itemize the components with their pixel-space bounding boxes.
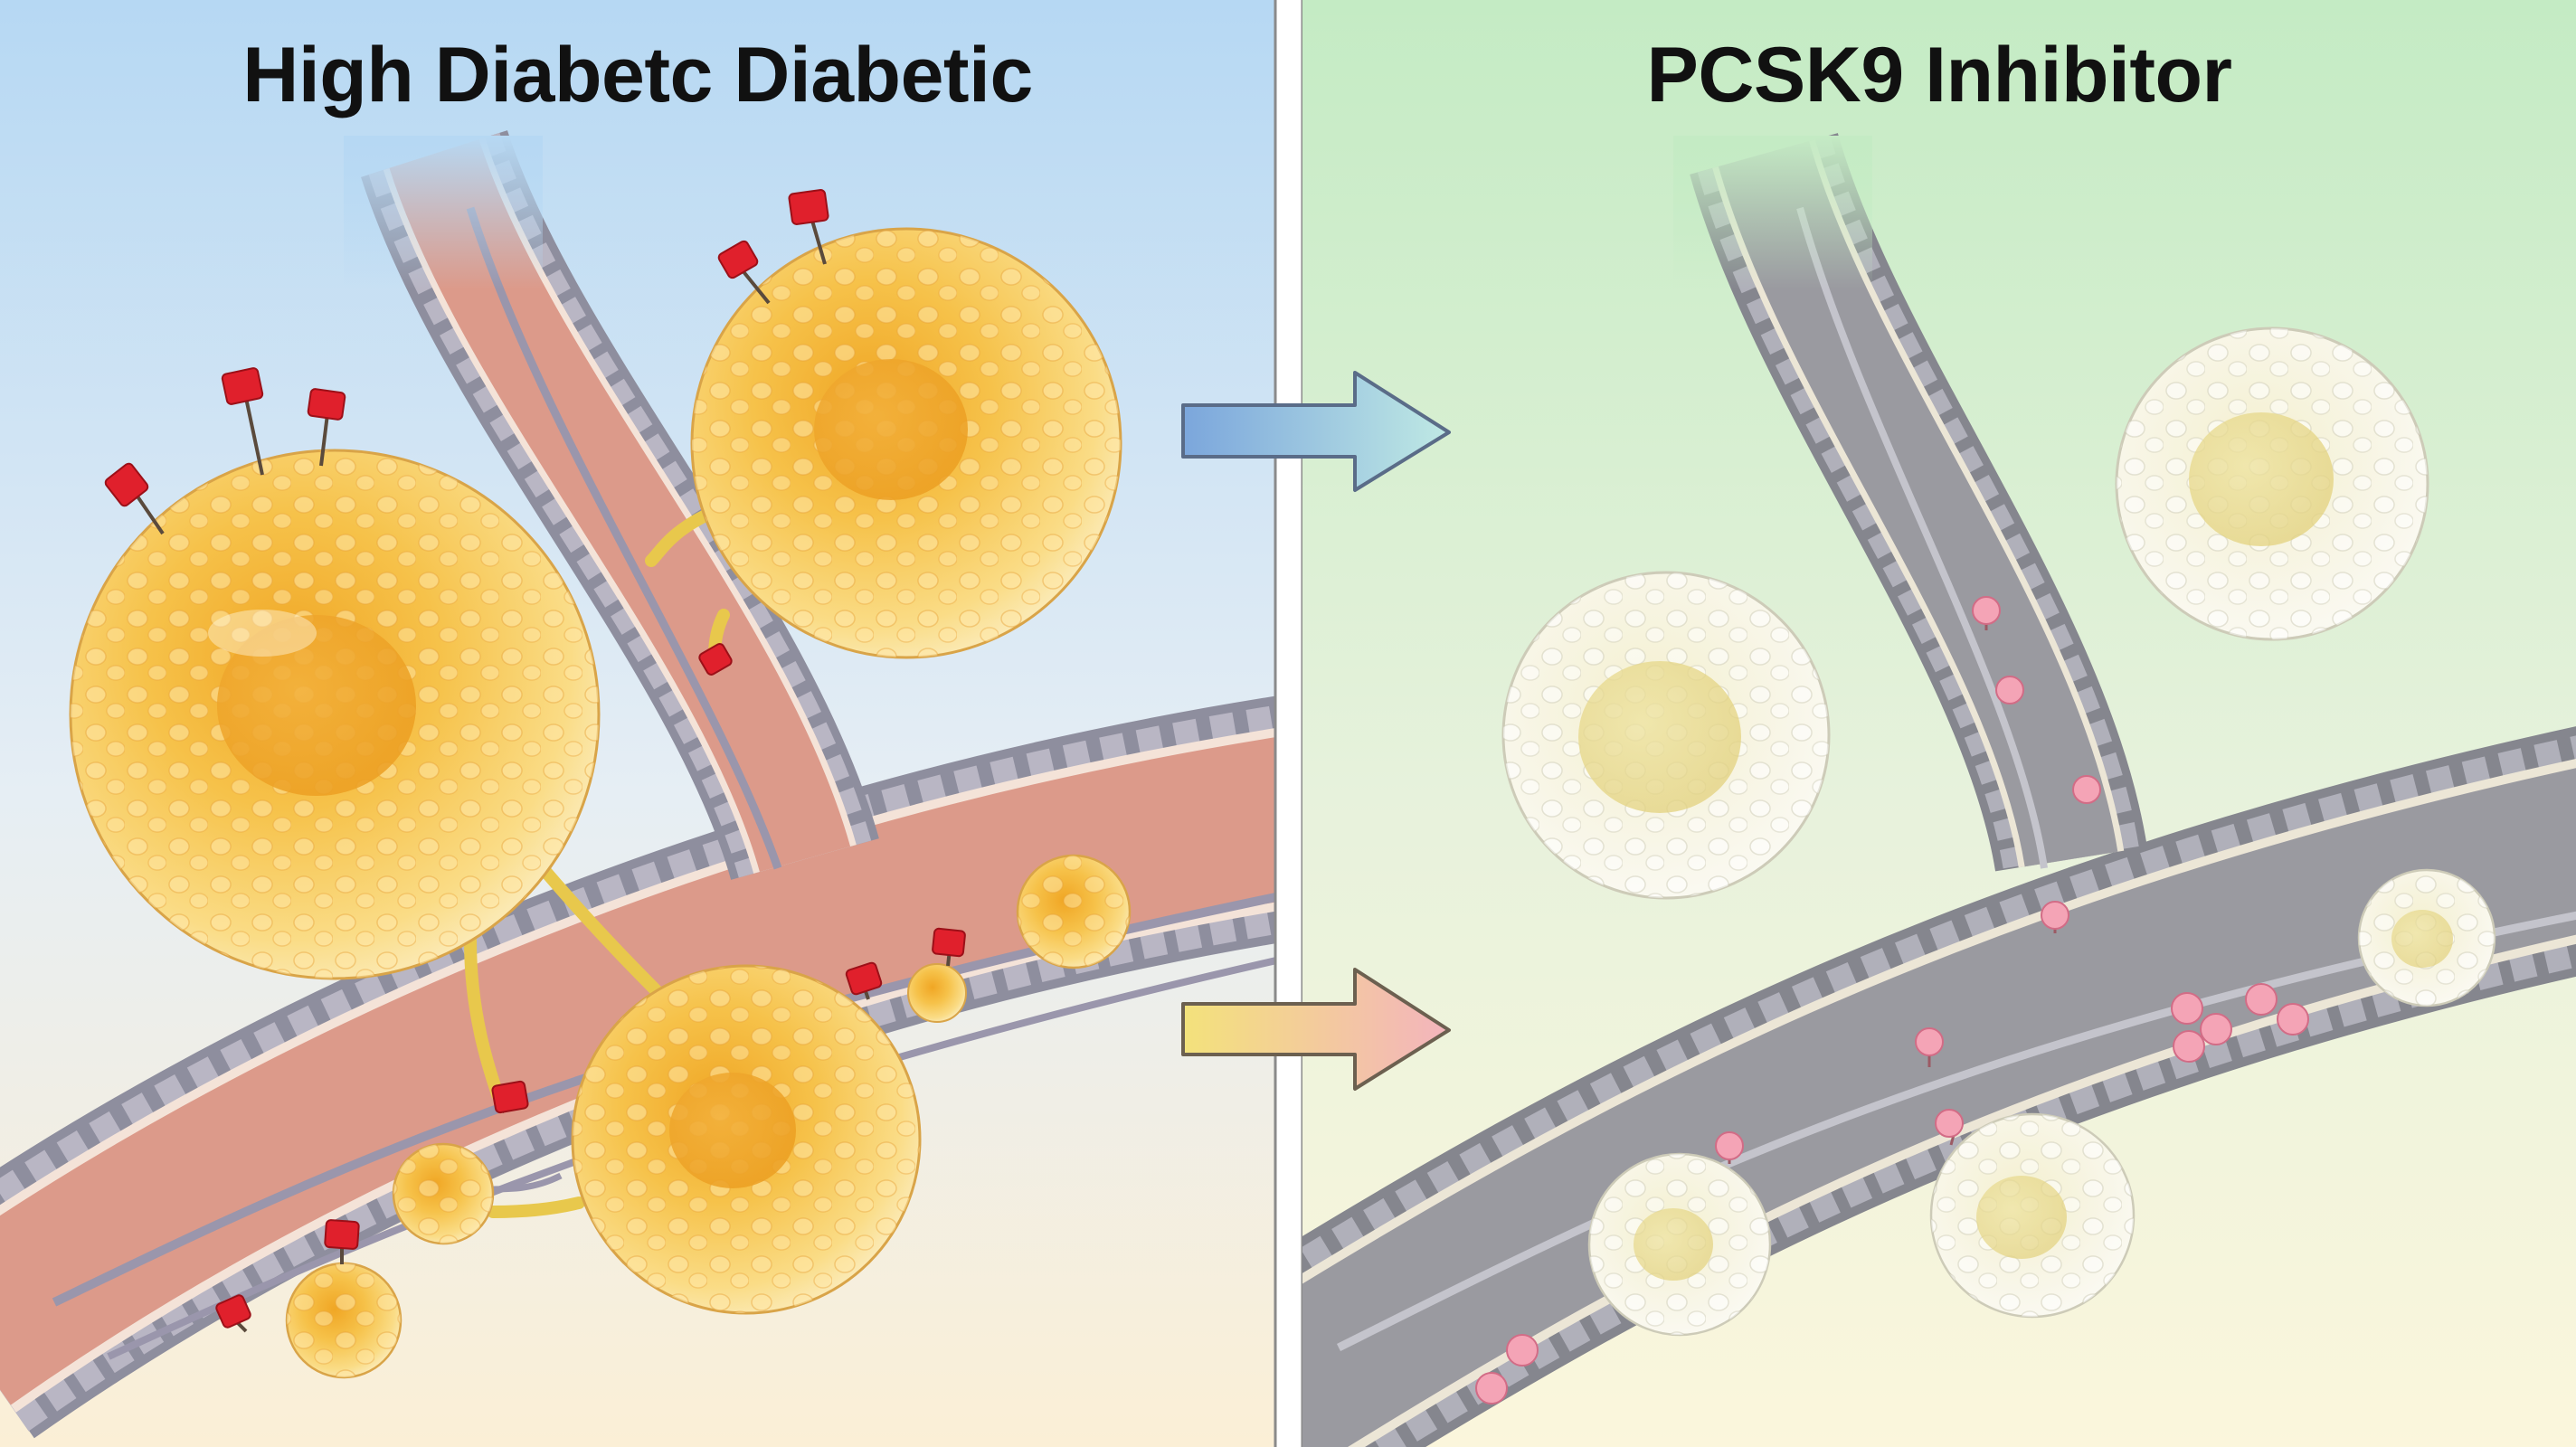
fat-cell-upper (690, 227, 1122, 659)
red-receptor-marker (221, 367, 264, 476)
pink-receptor-marker (2173, 1030, 2205, 1063)
fat-cell-small (285, 1262, 402, 1379)
red-receptor-marker (104, 462, 165, 535)
red-receptor-marker (845, 961, 883, 1000)
red-receptor-marker (324, 1219, 360, 1264)
fat-cell-lower (571, 964, 922, 1315)
left-panel-title: High Diabetc Diabetic (242, 32, 1033, 118)
right-blood-vessel (1302, 132, 2576, 1447)
fat-cell-small (1016, 854, 1132, 969)
right-arrow-icon (1181, 968, 1451, 1091)
pink-receptor-marker (2171, 992, 2203, 1025)
panel-divider (1275, 0, 1302, 1447)
pink-receptor-marker (1715, 1131, 1744, 1164)
fat-cell-nucleus (814, 359, 968, 500)
red-receptor-marker (698, 643, 733, 676)
pink-receptor-marker (1915, 1027, 1944, 1067)
pink-receptor-marker (2072, 775, 2101, 804)
pink-receptor-marker (1475, 1372, 1508, 1404)
pink-receptor-marker (1506, 1334, 1539, 1367)
pink-receptor-marker (1995, 676, 2024, 705)
red-receptor-marker (491, 1080, 529, 1114)
left-panel (0, 0, 1275, 1447)
fat-cell-large (69, 449, 601, 980)
shrunken-cell-nucleus (2189, 412, 2334, 546)
right-panel-title: PCSK9 Inhibitor (1646, 32, 2232, 118)
pink-receptor-marker (2245, 983, 2278, 1016)
shrunken-cell (2115, 326, 2429, 641)
fat-cell-nucleus (217, 615, 416, 796)
shrunken-cell-nucleus (1578, 661, 1741, 813)
shrunken-cell (1587, 1152, 1772, 1337)
pink-receptor-marker (2277, 1003, 2309, 1036)
fat-cell-small (392, 1142, 495, 1245)
shrunken-cell (1501, 571, 1831, 900)
pink-receptor-marker (2041, 901, 2069, 933)
red-receptor-marker (717, 240, 771, 305)
right-arrow-icon (1181, 371, 1451, 492)
shrunken-cell (1929, 1112, 2136, 1319)
fat-cell-nucleus (669, 1073, 796, 1188)
red-receptor-marker (307, 388, 346, 467)
right-panel (1302, 0, 2576, 1447)
red-receptor-marker (788, 189, 829, 265)
pink-receptor-marker (2200, 1013, 2232, 1045)
red-receptor-marker (215, 1294, 251, 1333)
fat-cell-small (907, 963, 967, 1023)
pink-receptor-markers (1475, 596, 2309, 1404)
red-receptor-marker (932, 927, 966, 967)
pink-receptor-marker (1972, 596, 2001, 630)
red-receptor-markers (104, 189, 966, 1333)
pink-receptor-marker (1935, 1109, 1964, 1146)
shrunken-cell (2357, 868, 2496, 1007)
